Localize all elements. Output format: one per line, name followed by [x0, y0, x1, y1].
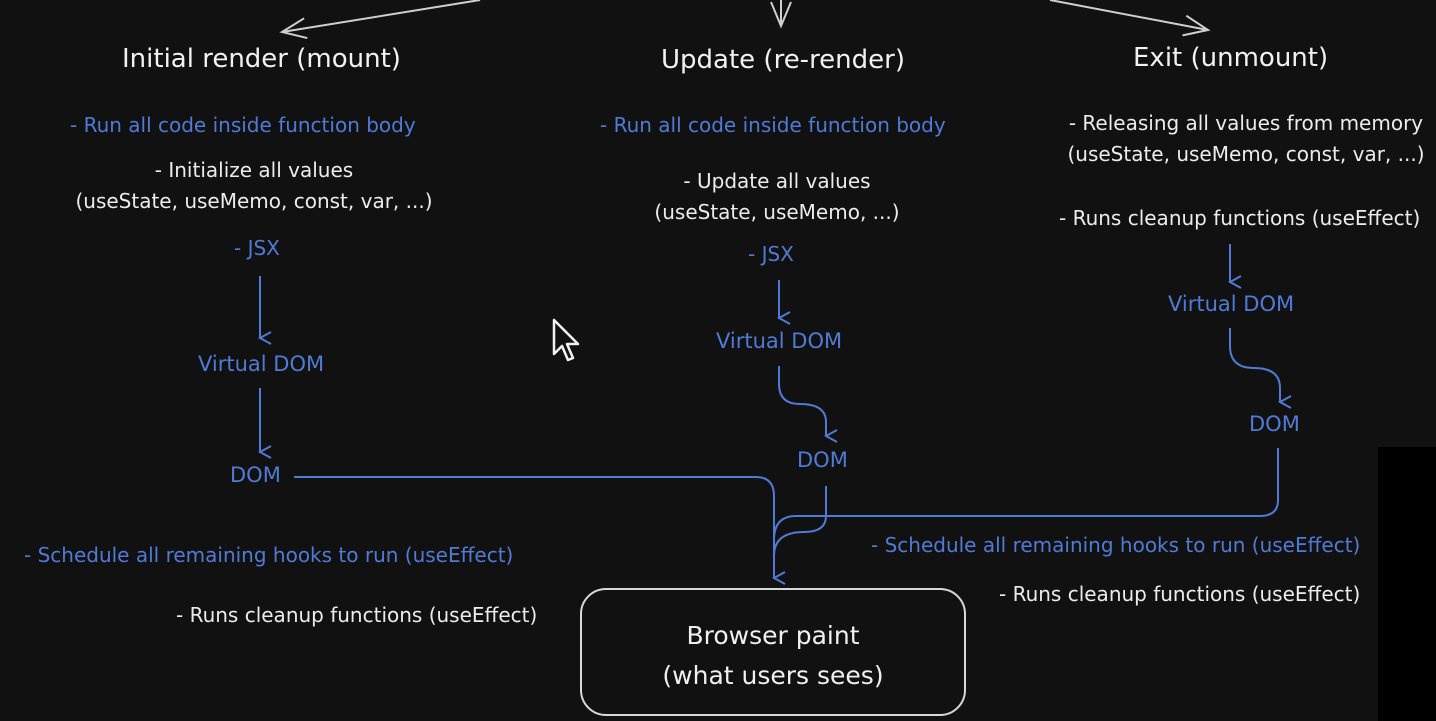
update-vdom-to-dom-arrow: [778, 366, 826, 436]
unmount-release-text: - Releasing all values from memory (useS…: [1056, 108, 1436, 170]
update-jsx-node: - JSX: [748, 242, 794, 266]
unmount-dom-to-paint-line: [773, 448, 1279, 541]
root-arrow-right: [1049, 0, 1211, 37]
update-virtual-dom-node: Virtual DOM: [716, 329, 843, 353]
mount-jsx-node: - JSX: [234, 236, 280, 260]
update-cleanup-text: - Runs cleanup functions (useEffect): [999, 582, 1361, 606]
mount-schedule-hooks-text: - Schedule all remaining hooks to run (u…: [24, 543, 514, 567]
unmount-vdom-to-dom-arrow: [1229, 328, 1280, 402]
mount-initialize-text: - Initialize all values (useState, useMe…: [74, 155, 434, 217]
update-values-line2: (useState, useMemo, ...): [654, 200, 900, 224]
mount-dom-to-paint-line: [294, 476, 774, 578]
mount-cleanup-text: - Runs cleanup functions (useEffect): [176, 603, 538, 627]
mount-virtual-dom-node: Virtual DOM: [198, 352, 325, 376]
mount-initialize-line1: - Initialize all values: [154, 158, 354, 182]
update-schedule-hooks-text: - Schedule all remaining hooks to run (u…: [871, 533, 1361, 557]
update-values-line1: - Update all values: [683, 169, 871, 193]
unmount-release-line2: (useState, useMemo, const, var, ...): [1067, 142, 1425, 166]
right-edge-panel: [1378, 447, 1436, 721]
unmount-dom-node: DOM: [1249, 412, 1300, 436]
mount-dom-node: DOM: [230, 463, 281, 487]
browser-paint-label: Browser paint (what users sees): [582, 616, 964, 696]
browser-paint-box: Browser paint (what users sees): [580, 588, 966, 716]
unmount-title: Exit (unmount): [1133, 43, 1329, 73]
browser-paint-line1: Browser paint: [686, 621, 860, 650]
mount-initialize-line2: (useState, useMemo, const, var, ...): [75, 189, 433, 213]
unmount-virtual-dom-node: Virtual DOM: [1168, 292, 1295, 316]
update-values-text: - Update all values (useState, useMemo, …: [612, 166, 942, 228]
browser-paint-line2: (what users sees): [662, 661, 884, 690]
update-dom-node: DOM: [797, 448, 848, 472]
update-title: Update (re-render): [661, 45, 905, 75]
unmount-release-line1: - Releasing all values from memory: [1068, 111, 1424, 135]
mount-title: Initial render (mount): [122, 44, 401, 74]
update-run-code-text: - Run all code inside function body: [600, 113, 946, 137]
root-arrow-left: [279, 0, 481, 40]
mount-run-code-text: - Run all code inside function body: [70, 113, 416, 137]
update-dom-to-paint-line: [773, 486, 827, 557]
unmount-cleanup-text: - Runs cleanup functions (useEffect): [1059, 206, 1421, 230]
mouse-pointer-icon: [552, 318, 580, 362]
